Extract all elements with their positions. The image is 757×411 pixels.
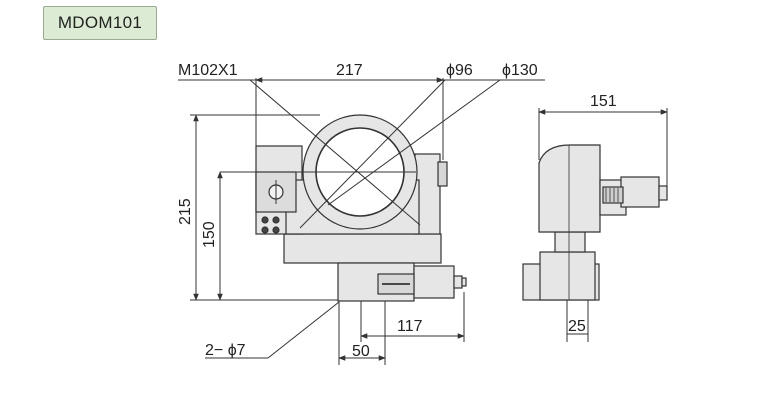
- label-phi-inner: ϕ96: [446, 62, 473, 79]
- side-lower-stage: [539, 251, 596, 301]
- side-mirror-housing: [538, 144, 601, 233]
- front-micrometer-tip: [453, 275, 463, 289]
- label-width-217: 217: [336, 62, 363, 79]
- front-right-screw: [437, 161, 448, 187]
- front-view: [255, 114, 467, 302]
- label-dist-117: 117: [397, 318, 423, 335]
- front-screw-cluster: [261, 216, 280, 234]
- label-height-215: 215: [177, 198, 194, 225]
- side-column: [554, 231, 586, 253]
- label-holes: 2− ϕ7: [205, 342, 246, 359]
- front-leaders: [220, 79, 501, 229]
- front-micrometer-tip-end: [461, 277, 467, 287]
- side-micrometer: [620, 176, 660, 208]
- label-mount-thread: M102X1: [178, 62, 238, 79]
- side-micrometer-tip: [658, 185, 668, 201]
- dim-215-150: [190, 114, 338, 301]
- dim-217: [178, 77, 545, 160]
- label-dist-50: 50: [352, 343, 370, 360]
- front-base-plate: [283, 233, 442, 264]
- label-height-150: 150: [201, 221, 218, 248]
- label-phi-outer: ϕ130: [502, 62, 538, 79]
- dim-117-50: [205, 292, 465, 365]
- model-name-badge: MDOM101: [43, 6, 157, 40]
- dim-151-25: [538, 108, 668, 342]
- front-micrometer-block: [413, 265, 455, 299]
- label-side-25: 25: [568, 318, 586, 335]
- side-view: [522, 144, 668, 301]
- label-side-151: 151: [590, 93, 617, 110]
